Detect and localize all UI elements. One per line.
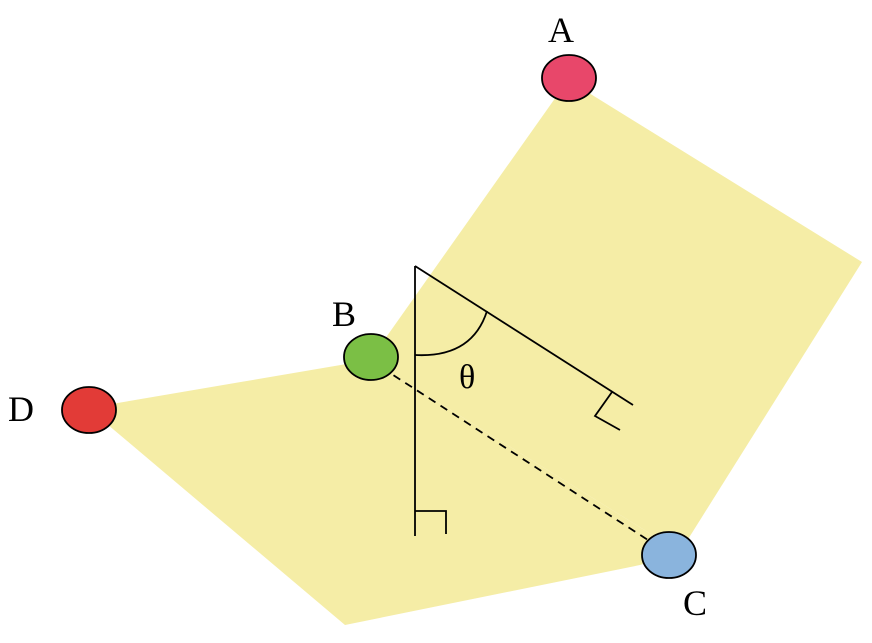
slanted-perpendicular-line: [414, 265, 634, 406]
right-angle-marker-vertical: [415, 510, 447, 534]
point-c: [641, 531, 697, 579]
dashed-edge-bc: [369, 359, 669, 554]
theta-arc: [414, 310, 488, 356]
label-d: D: [8, 389, 34, 429]
label-b: B: [332, 294, 356, 334]
label-c: C: [683, 583, 707, 623]
point-a: [541, 54, 597, 102]
plane-DBC: [88, 360, 680, 625]
right-angle-marker-slanted: [593, 391, 621, 431]
point-d: [61, 386, 117, 434]
plane-ABC: [370, 80, 862, 552]
label-theta: θ: [459, 359, 475, 396]
label-a: A: [548, 10, 574, 50]
point-b: [343, 333, 399, 381]
